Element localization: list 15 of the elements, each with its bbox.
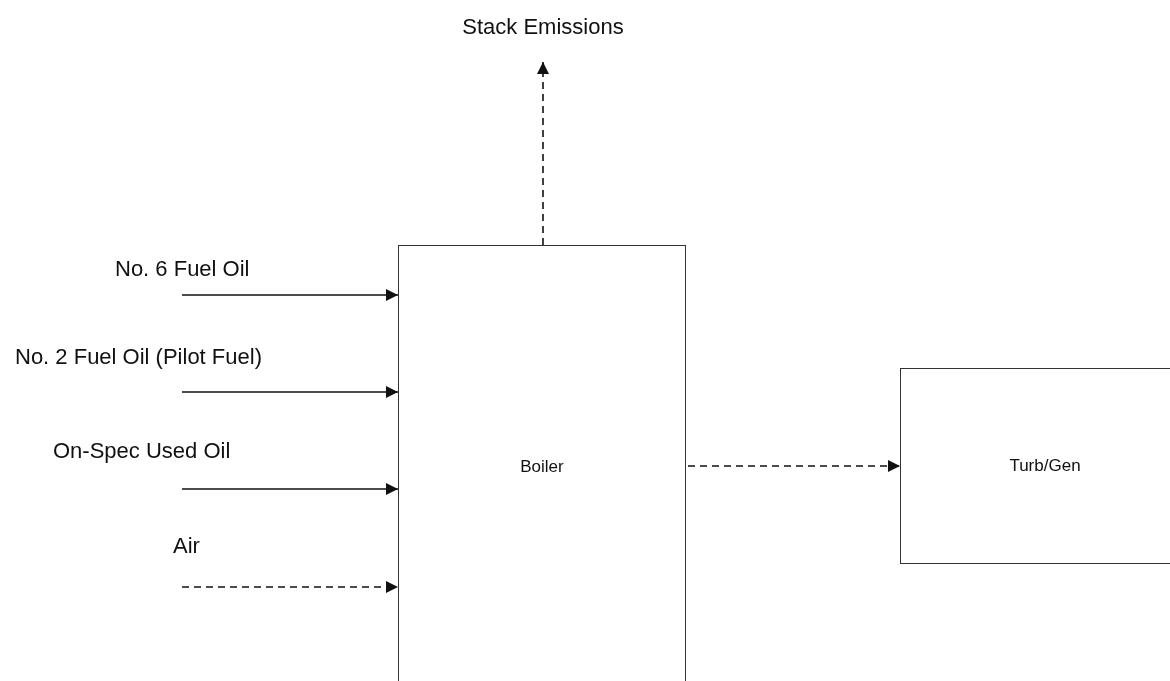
arrow	[181, 289, 399, 301]
arrow	[537, 61, 549, 246]
edge-label: On-Spec Used Oil	[53, 438, 231, 464]
box-label: Boiler	[520, 457, 564, 477]
box-label: Turb/Gen	[1009, 456, 1081, 476]
edge-label: Air	[173, 533, 200, 559]
process-box	[900, 368, 1170, 564]
arrow	[181, 483, 399, 495]
output-label: Stack Emissions	[423, 10, 663, 44]
arrow	[181, 581, 399, 593]
edge-label: No. 2 Fuel Oil (Pilot Fuel)	[15, 344, 262, 370]
process-box	[398, 245, 686, 681]
arrow	[181, 386, 399, 398]
edge-label: No. 6 Fuel Oil	[115, 256, 250, 282]
arrow	[687, 460, 901, 472]
